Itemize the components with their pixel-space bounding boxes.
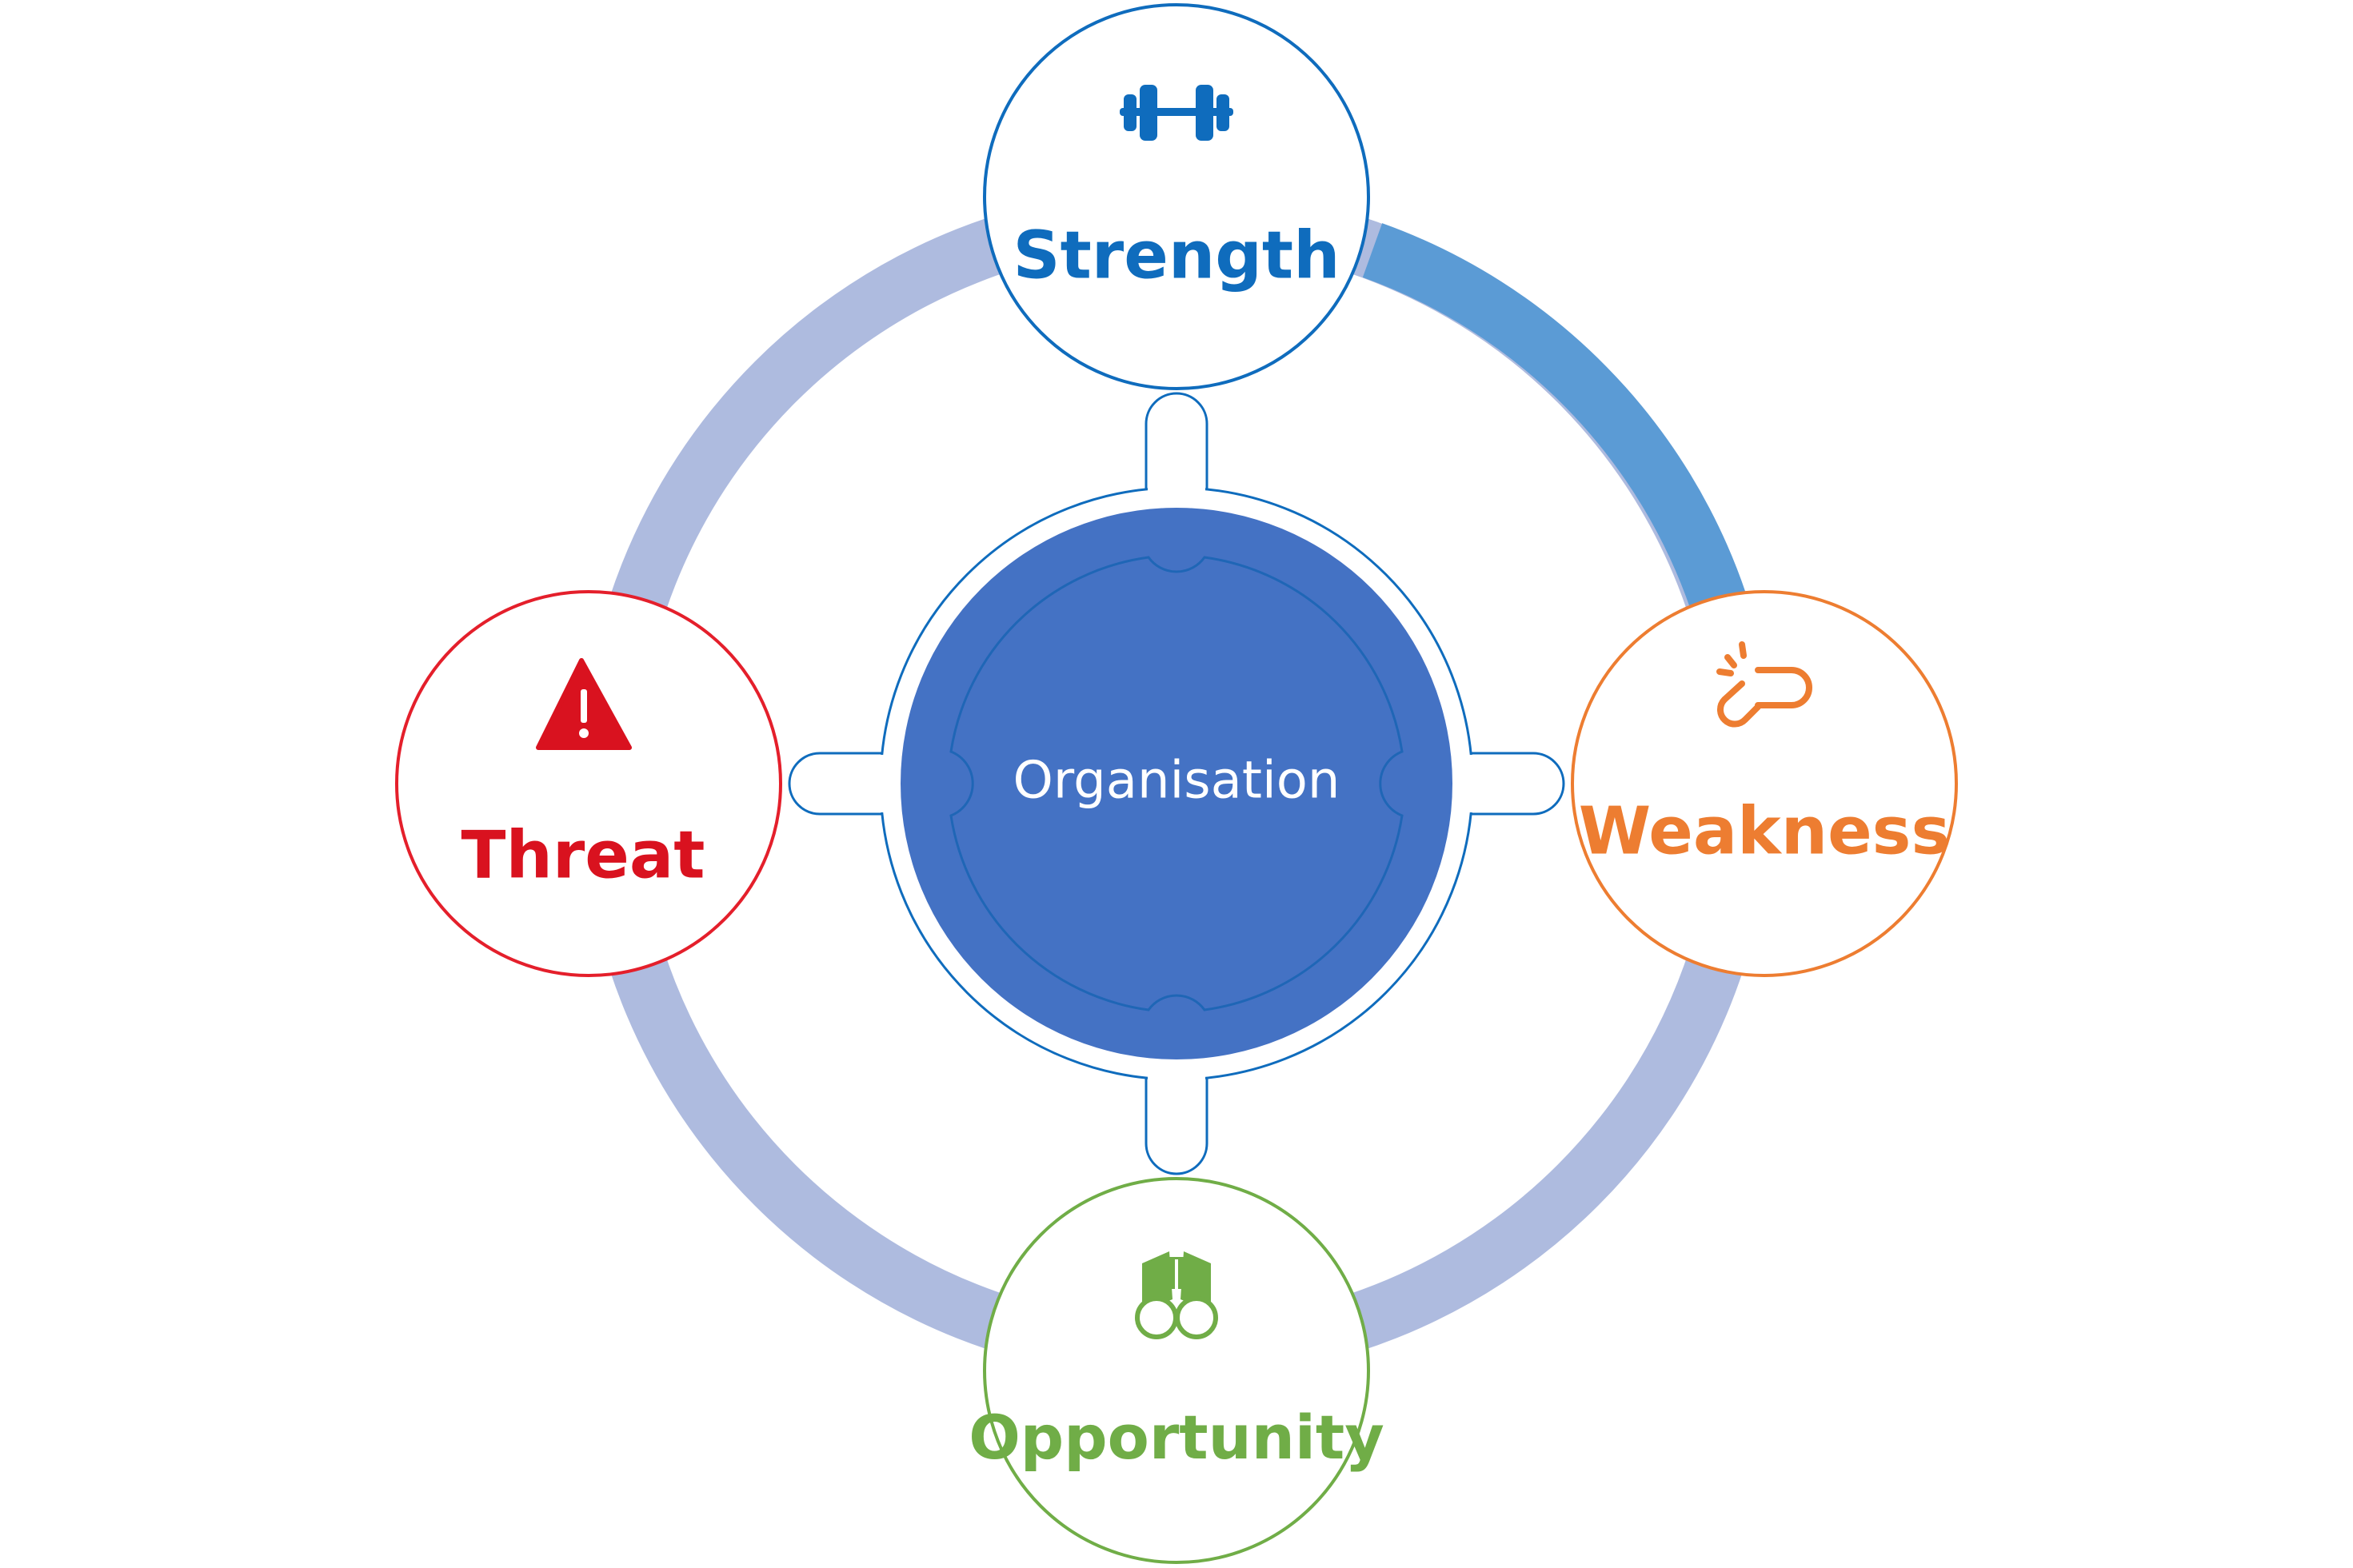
- node-threat: Threat: [395, 590, 782, 977]
- connector-tab-left: [788, 752, 885, 816]
- connector-tab-bottom: [1145, 1074, 1208, 1175]
- threat-label: Threat: [461, 817, 705, 893]
- warning-icon: [536, 658, 632, 750]
- center-circle: [901, 508, 1452, 1059]
- center-label: Organisation: [1013, 752, 1340, 811]
- outer-ring-highlight-arc: [1362, 223, 1747, 612]
- node-strength: Strength: [983, 3, 1370, 390]
- center-puzzle-outline: [949, 556, 1404, 1011]
- node-weakness: Weakness: [1571, 590, 1958, 977]
- weakness-label: Weakness: [1579, 793, 1951, 869]
- strength-label: Strength: [1013, 217, 1340, 293]
- opportunity-label: Opportunity: [969, 1402, 1384, 1473]
- connector-tabs: [788, 392, 1565, 1175]
- node-opportunity: Opportunity: [969, 1177, 1384, 1564]
- dumbbell-icon: [1120, 85, 1233, 141]
- binoculars-icon: [1135, 1251, 1218, 1339]
- broken-link-icon: [1716, 641, 1812, 728]
- connector-tab-right: [1468, 752, 1565, 816]
- connector-tab-top: [1145, 392, 1208, 493]
